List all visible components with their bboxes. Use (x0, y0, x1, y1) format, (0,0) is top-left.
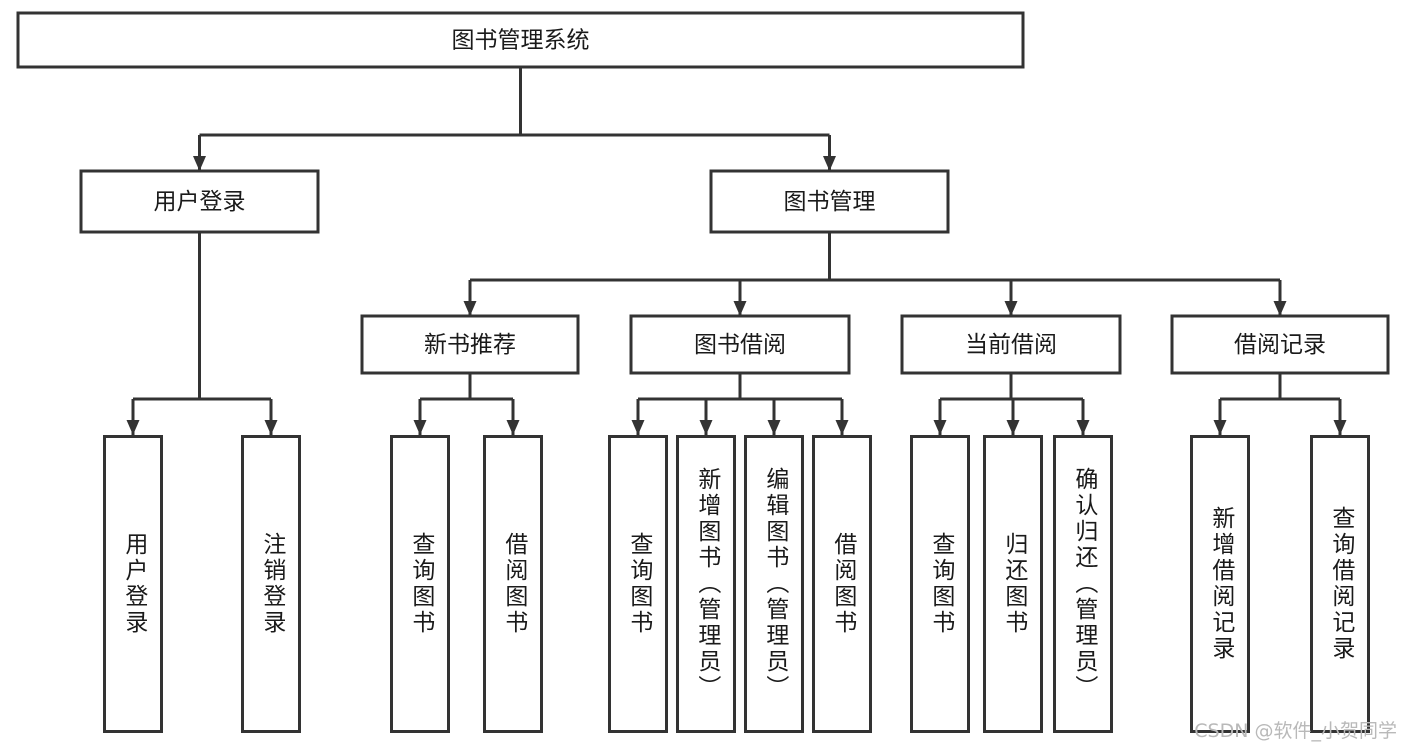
arrow-head (506, 420, 520, 435)
node-borrow_record[interactable]: 借阅记录 (1170, 314, 1390, 375)
node-leaf_return_book[interactable]: 归还图书 (983, 435, 1043, 733)
node-leaf_query_book_1[interactable]: 查询图书 (390, 435, 450, 733)
arrow-head (699, 420, 713, 435)
node-label: 确认归还（管理员） (1070, 467, 1097, 701)
connector-lines (126, 67, 1347, 435)
node-label: 新书推荐 (424, 332, 516, 358)
arrow-head (1076, 420, 1090, 435)
node-label: 归还图书 (1000, 532, 1027, 636)
node-label: 用户登录 (120, 532, 147, 636)
node-label: 图书管理系统 (452, 28, 590, 54)
arrow-head (126, 420, 140, 435)
arrow-head (1004, 301, 1018, 316)
node-label: 图书管理 (784, 189, 876, 215)
arrow-head (413, 420, 427, 435)
arrow-head (1006, 420, 1020, 435)
node-leaf_add_book[interactable]: 新增图书（管理员） (676, 435, 736, 733)
node-label: 查询图书 (625, 532, 652, 636)
node-leaf_query_book_3[interactable]: 查询图书 (910, 435, 970, 733)
node-leaf_add_record[interactable]: 新增借阅记录 (1190, 435, 1250, 733)
node-label: 借阅图书 (829, 532, 856, 636)
node-book_mgmt[interactable]: 图书管理 (709, 169, 950, 234)
arrow-head (1333, 420, 1347, 435)
node-leaf_confirm_return[interactable]: 确认归还（管理员） (1053, 435, 1113, 733)
arrow-head (264, 420, 278, 435)
node-leaf_user_login[interactable]: 用户登录 (103, 435, 163, 733)
node-leaf_query_book_2[interactable]: 查询图书 (608, 435, 668, 733)
node-login[interactable]: 用户登录 (79, 169, 320, 234)
arrow-head (733, 301, 747, 316)
node-label: 编辑图书（管理员） (761, 467, 788, 701)
arrow-head (463, 301, 477, 316)
node-label: 查询借阅记录 (1327, 506, 1354, 662)
node-label: 注销登录 (258, 532, 285, 636)
node-leaf_logout[interactable]: 注销登录 (241, 435, 301, 733)
node-label: 新增借阅记录 (1207, 506, 1234, 662)
node-root[interactable]: 图书管理系统 (16, 11, 1025, 69)
node-current_borrow[interactable]: 当前借阅 (900, 314, 1122, 375)
node-leaf_borrow_book_2[interactable]: 借阅图书 (812, 435, 872, 733)
node-new_book_rec[interactable]: 新书推荐 (360, 314, 580, 375)
node-label: 新增图书（管理员） (693, 467, 720, 701)
node-label: 图书借阅 (694, 332, 786, 358)
node-label: 查询图书 (927, 532, 954, 636)
node-label: 用户登录 (154, 189, 246, 215)
node-leaf_query_record[interactable]: 查询借阅记录 (1310, 435, 1370, 733)
arrow-head (767, 420, 781, 435)
arrow-head (933, 420, 947, 435)
node-label: 借阅记录 (1234, 332, 1326, 358)
arrow-head (823, 156, 836, 171)
node-leaf_edit_book[interactable]: 编辑图书（管理员） (744, 435, 804, 733)
arrow-head (1213, 420, 1227, 435)
node-label: 当前借阅 (965, 332, 1057, 358)
arrow-head (631, 420, 645, 435)
node-book_borrow[interactable]: 图书借阅 (629, 314, 851, 375)
arrow-head (1273, 301, 1287, 316)
node-label: 查询图书 (407, 532, 434, 636)
arrow-head (835, 420, 849, 435)
node-label: 借阅图书 (500, 532, 527, 636)
node-leaf_borrow_book_1[interactable]: 借阅图书 (483, 435, 543, 733)
arrow-head (193, 156, 206, 171)
